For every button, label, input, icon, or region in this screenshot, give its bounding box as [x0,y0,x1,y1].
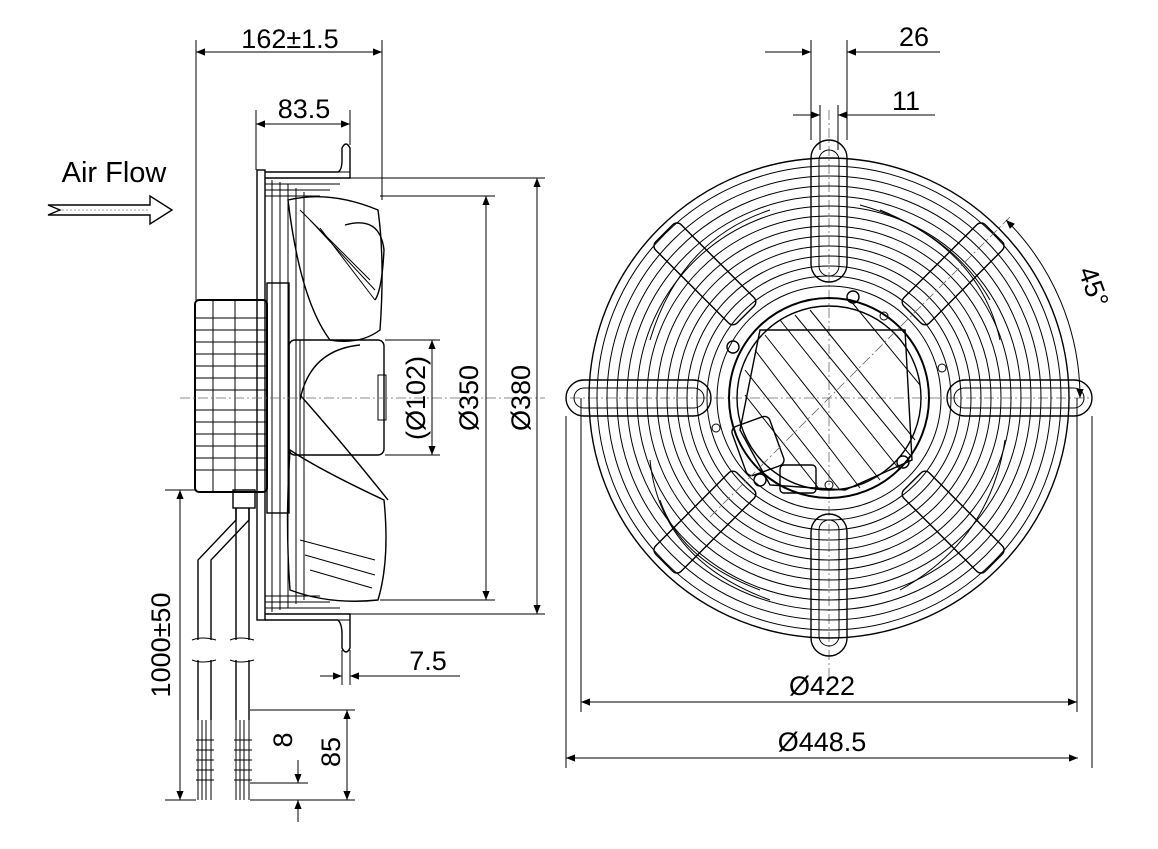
air-flow-label: Air Flow [62,157,168,189]
side-dimensions: 162±1.5 83.5 (Ø102) Ø350 Ø380 1000±50 8 [146,24,545,822]
cables [191,489,256,800]
dim-hole-width: 11 [892,86,920,116]
dim-lead-strip: 8 [268,732,298,747]
fan-blades [286,196,389,602]
dim-bracket-width: 26 [899,22,929,52]
dim-lead-length: 85 [316,737,346,767]
dim-cable-length: 1000±50 [146,593,176,698]
dim-hub-dia: (Ø102) [401,356,431,440]
air-flow-arrow [47,194,174,226]
guard-straps [565,139,1093,657]
dim-mount-dia: Ø422 [789,671,855,701]
dim-width-total: 162±1.5 [241,24,338,54]
side-view [180,143,545,800]
guard-wires-top [265,171,350,197]
dim-blade-dia: Ø350 [454,365,484,431]
dim-outer-dia: Ø448.5 [778,727,867,757]
front-blades [649,204,1006,601]
dim-guard-dia: Ø380 [506,365,536,431]
dim-flange-thickness: 7.5 [409,646,447,676]
guard-wires-bottom [265,595,350,621]
dim-width-motor: 83.5 [278,94,331,124]
guard-rings [588,157,1070,639]
front-view [565,110,1093,680]
dim-angle: 45° [1072,263,1114,312]
motor-body [194,299,268,493]
